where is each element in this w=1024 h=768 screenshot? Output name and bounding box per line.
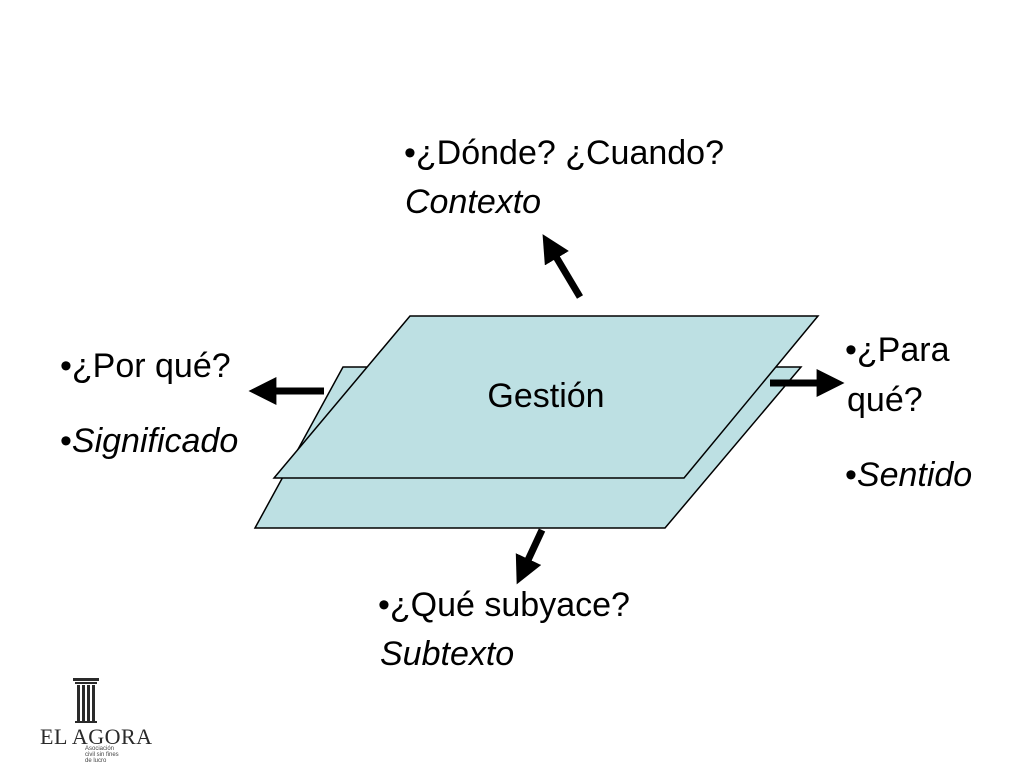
right-question-line1: •¿Para bbox=[845, 331, 950, 369]
left-question: •¿Por qué? bbox=[60, 347, 231, 385]
bottom-term: Subtexto bbox=[380, 635, 515, 673]
left-term-line: •Significado bbox=[60, 421, 238, 462]
right-term-bullet: • bbox=[845, 456, 857, 494]
el-agora-logo: EL AGORA Asociación civil sin fines de l… bbox=[40, 676, 155, 766]
top-term: Contexto bbox=[405, 183, 542, 221]
left-term: Significado bbox=[71, 422, 239, 460]
arrow-up bbox=[542, 234, 584, 299]
right-term: Sentido bbox=[856, 456, 973, 494]
right-question-line2: qué? bbox=[847, 381, 923, 419]
plane-front bbox=[272, 315, 820, 479]
column-icon bbox=[73, 678, 99, 723]
logo-name: EL AGORA bbox=[40, 724, 153, 749]
center-label: Gestión bbox=[487, 377, 605, 415]
bottom-question: •¿Qué subyace? bbox=[378, 586, 630, 624]
logo-tagline: Asociación civil sin fines de lucro bbox=[85, 746, 119, 764]
left-term-bullet: • bbox=[60, 422, 72, 460]
right-term-line: •Sentido bbox=[845, 455, 972, 496]
top-question: •¿Dónde? ¿Cuando? bbox=[404, 134, 724, 172]
arrow-down bbox=[515, 528, 546, 585]
